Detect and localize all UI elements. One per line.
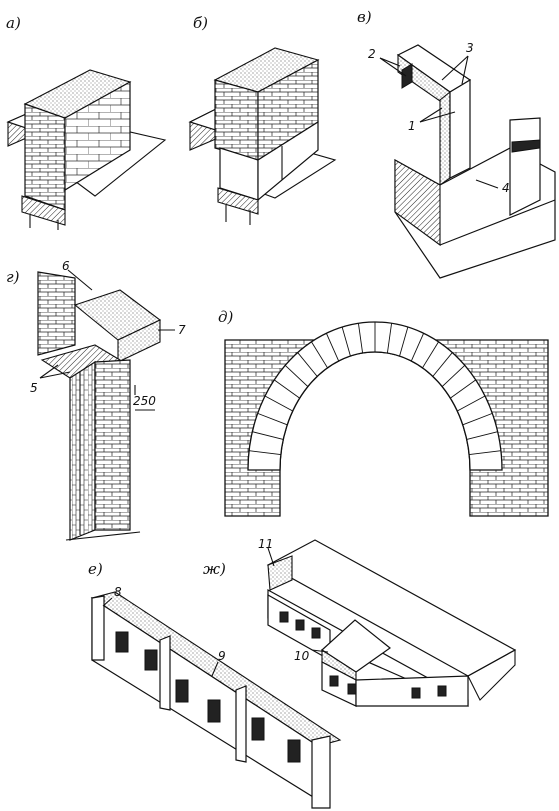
window — [207, 699, 221, 723]
jamb-face — [449, 78, 471, 179]
voussoir-joint — [450, 379, 477, 399]
voussoir-joint — [357, 323, 364, 354]
voussoir-joint — [457, 395, 486, 412]
pilaster-middle — [159, 635, 171, 711]
window — [437, 685, 447, 697]
pilaster — [509, 117, 541, 216]
membrane-layer — [401, 63, 413, 89]
voussoir-joints — [249, 322, 501, 456]
callout-4: 4 — [502, 181, 510, 195]
window — [329, 675, 339, 687]
gable-end — [267, 555, 293, 591]
window — [311, 627, 321, 639]
floor-slab-edge — [117, 319, 161, 363]
panel-label-v: в) — [357, 8, 372, 26]
voussoir-joint — [462, 412, 493, 426]
window — [279, 611, 289, 623]
panel-label-e: е) — [88, 560, 103, 578]
wall-end-face — [24, 103, 66, 211]
voussoir-joint — [386, 323, 393, 354]
voussoir-joint — [469, 450, 501, 456]
pilaster-band — [511, 139, 541, 153]
voussoir-joint — [466, 431, 498, 440]
panel-a: а) — [6, 14, 167, 230]
voussoir-joint — [325, 333, 340, 362]
panel-label-d: д) — [218, 308, 234, 326]
windows — [279, 611, 447, 699]
wall-side-face — [64, 80, 131, 192]
column-inner-face — [69, 360, 96, 541]
callout-5: 5 — [30, 381, 38, 395]
voussoir-joint — [257, 412, 288, 426]
pilaster-right — [235, 685, 247, 763]
foundation — [21, 195, 66, 226]
voussoir-joint — [422, 341, 439, 369]
panel-b: б) — [188, 14, 337, 225]
dimension-250: 250 — [133, 394, 156, 408]
column-outer-face — [94, 359, 131, 531]
panel-v: в) 2 3 1 4 — [357, 8, 556, 279]
windows — [115, 631, 301, 763]
window — [115, 631, 129, 653]
window — [144, 649, 158, 671]
callout-6: 6 — [62, 259, 70, 273]
panel-zh: ж) 11 10 — [203, 537, 517, 707]
callout-8: 8 — [114, 585, 122, 599]
callout-1: 1 — [408, 119, 416, 133]
voussoir-joint — [249, 450, 281, 456]
callout-3: 3 — [466, 41, 474, 55]
portico — [467, 649, 516, 701]
upper-wall — [37, 271, 76, 356]
voussoir-joint — [273, 379, 300, 399]
voussoir-joint — [252, 431, 284, 440]
pilaster-end — [311, 735, 331, 809]
callout-2: 2 — [368, 47, 376, 61]
callout-9: 9 — [218, 649, 226, 663]
voussoir-joint — [284, 365, 309, 387]
callout-10: 10 — [294, 649, 310, 663]
voussoir-joint — [311, 341, 328, 369]
callout-7: 7 — [178, 323, 186, 337]
voussoir-joint — [441, 365, 466, 387]
panel-g: г) 6 7 5 250 — [6, 259, 186, 541]
voussoir-joint — [399, 326, 409, 357]
window — [175, 679, 189, 703]
pilaster-left — [91, 595, 105, 661]
voussoir-joint — [432, 352, 453, 377]
panel-e: е) 8 9 — [88, 560, 342, 809]
panel-label-zh: ж) — [203, 560, 226, 578]
voussoir-joint — [297, 352, 318, 377]
window — [251, 717, 265, 741]
pier-side — [257, 120, 319, 202]
panel-label-b: б) — [193, 14, 208, 32]
voussoir-joint — [410, 333, 425, 362]
voussoir-joint — [264, 395, 293, 412]
arch-voussoirs — [247, 321, 503, 471]
window — [287, 739, 301, 763]
window — [295, 619, 305, 631]
panel-d: д) — [218, 308, 549, 517]
window — [347, 683, 357, 695]
panel-label-g: г) — [6, 268, 20, 286]
callout-11: 11 — [258, 537, 273, 551]
voussoir-joint — [341, 326, 351, 357]
foundation — [217, 187, 259, 215]
jamb-insulation — [439, 90, 451, 187]
panel-label-a: а) — [6, 14, 21, 32]
window — [411, 687, 421, 699]
